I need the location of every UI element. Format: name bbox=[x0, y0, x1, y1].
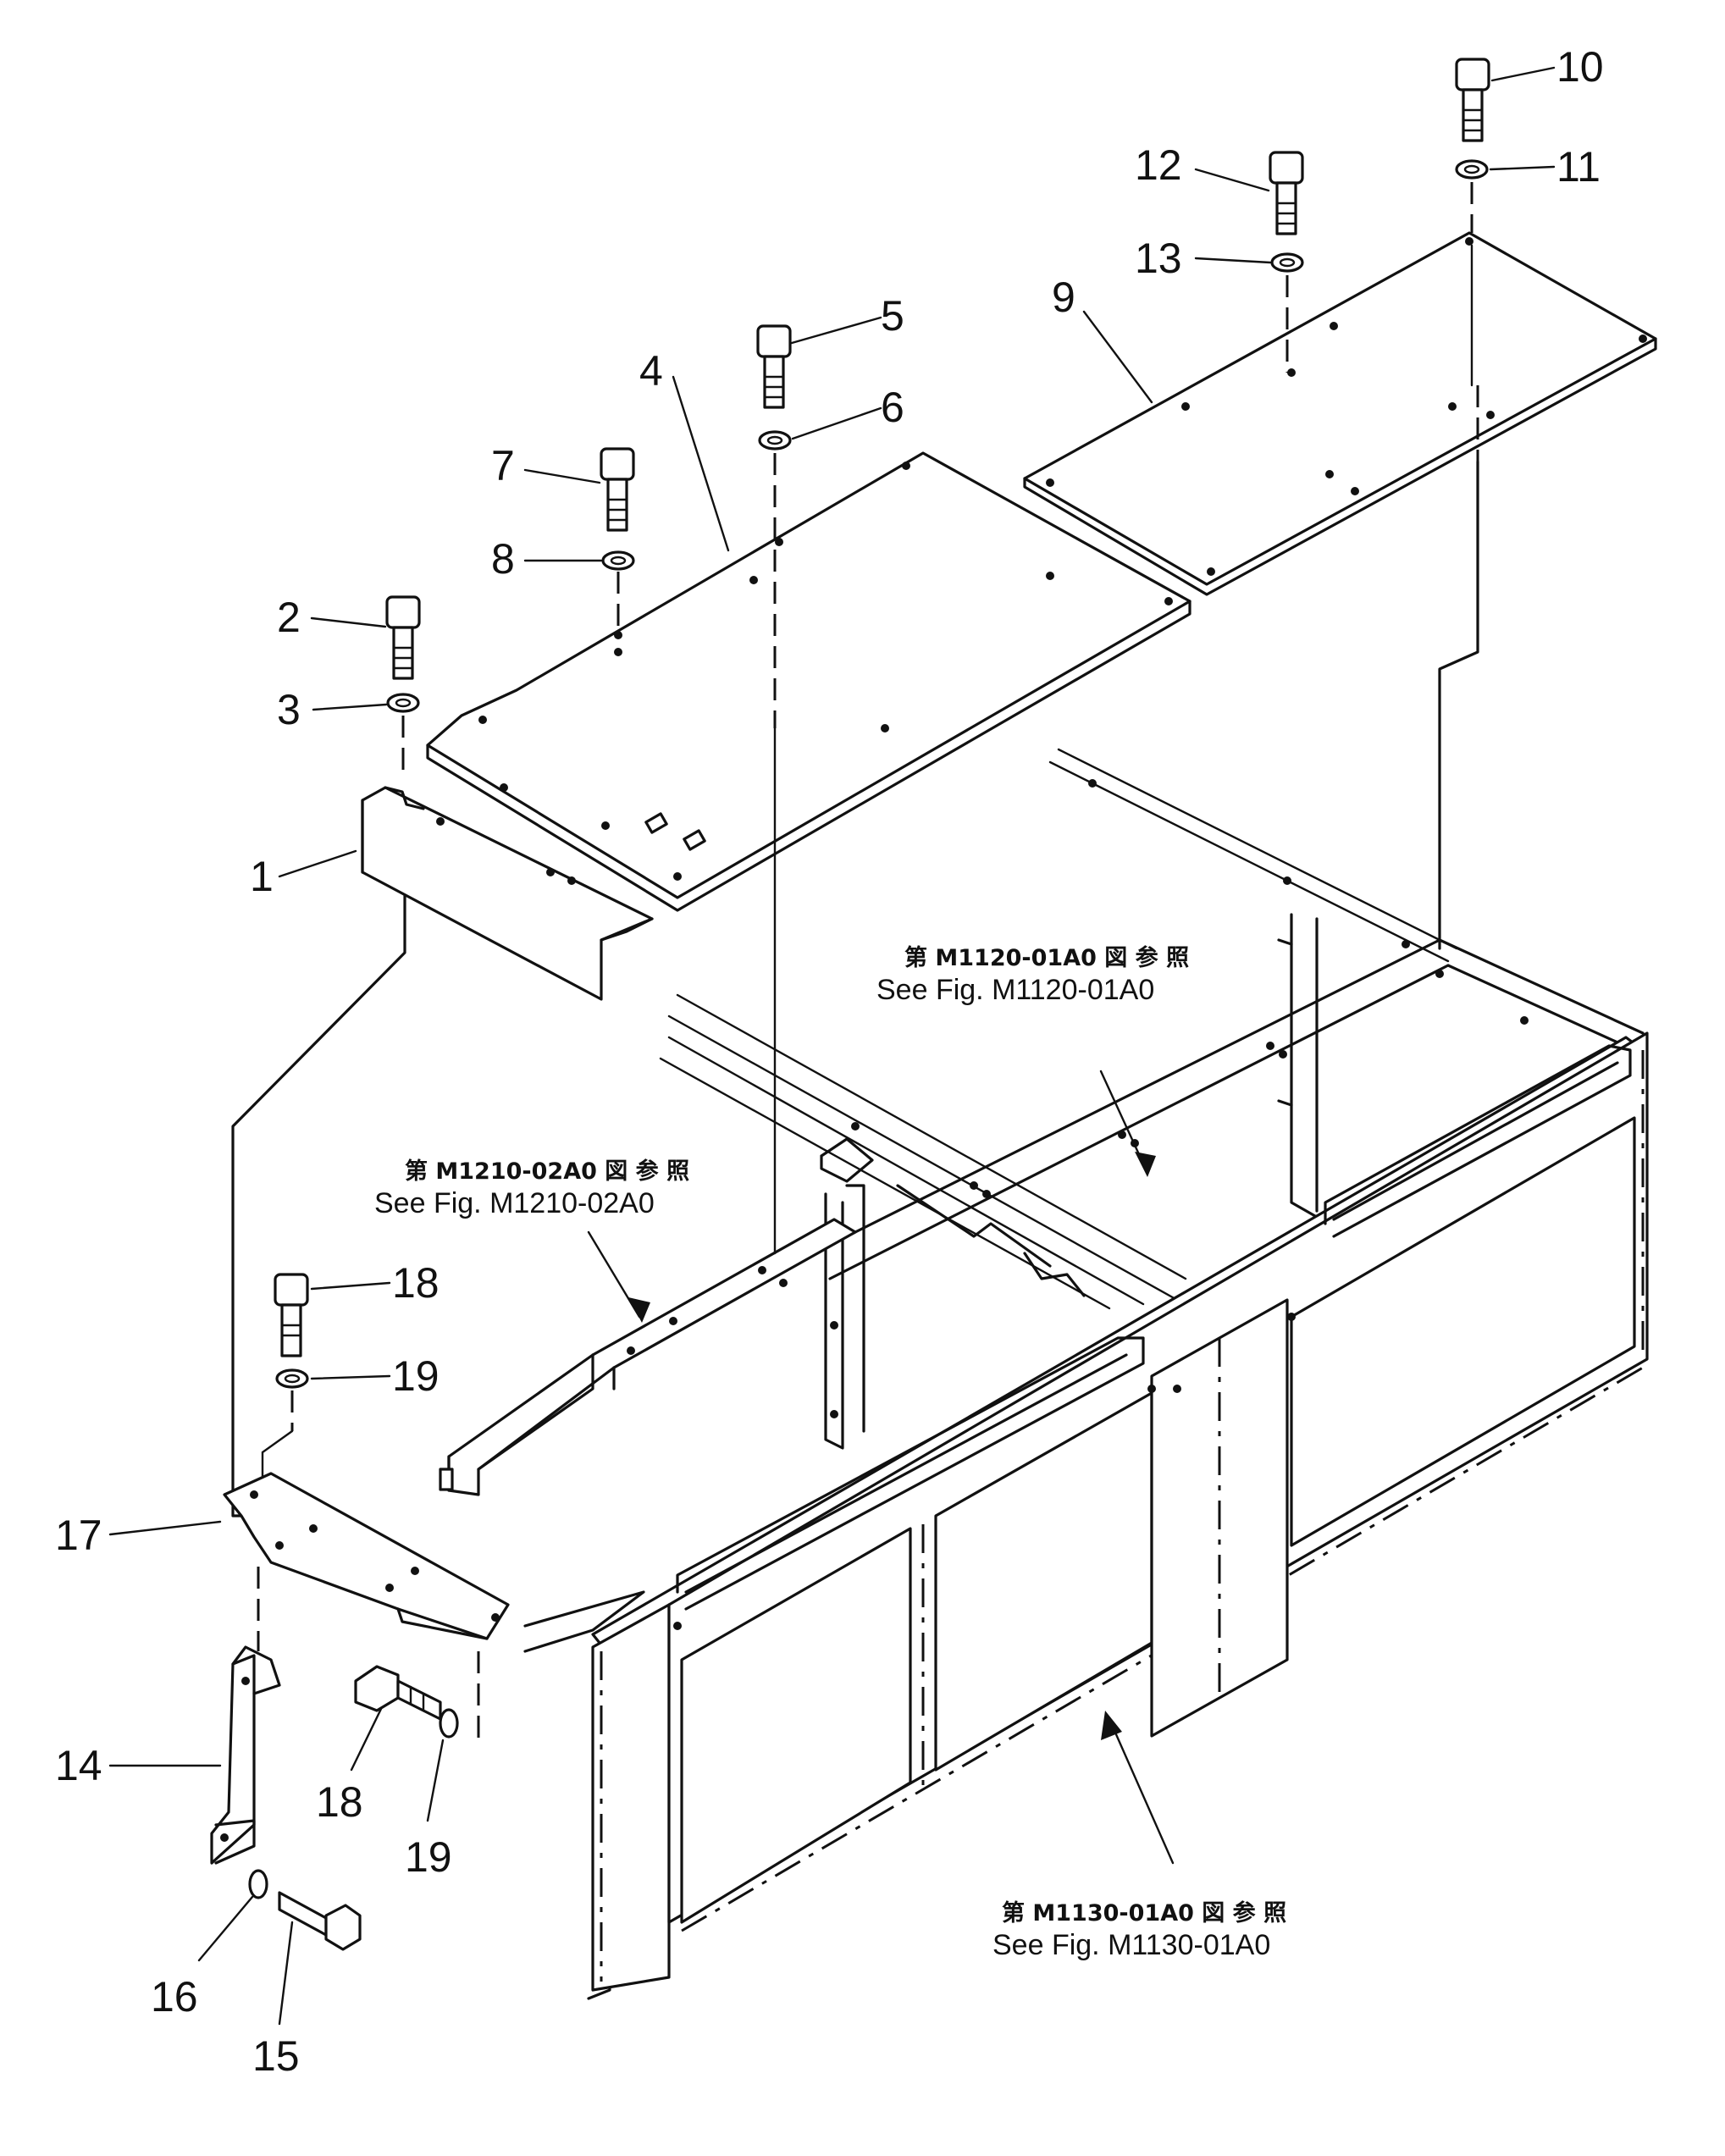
washer-11-icon bbox=[1455, 159, 1489, 180]
part-label-19-lower: 19 bbox=[405, 1833, 452, 1881]
part-label-13: 13 bbox=[1135, 235, 1182, 282]
washer-3-icon bbox=[386, 693, 420, 713]
part-label-1: 1 bbox=[250, 853, 274, 900]
part-14-bracket bbox=[210, 1645, 281, 1865]
washer-13-icon bbox=[1270, 252, 1304, 273]
part-label-16: 16 bbox=[151, 1973, 198, 2021]
part-number-labels: 1 2 3 4 5 6 7 8 9 10 11 12 13 14 15 16 1… bbox=[55, 43, 1604, 2080]
washer-6-icon bbox=[758, 430, 792, 451]
part-label-11: 11 bbox=[1556, 143, 1601, 191]
reference-m1120-en: See Fig. M1120-01A0 bbox=[876, 974, 1154, 1006]
part-label-18-lower: 18 bbox=[316, 1778, 363, 1826]
bolt-15-icon bbox=[278, 1891, 362, 1951]
alignment-lines bbox=[257, 182, 1479, 1744]
part-label-19: 19 bbox=[392, 1352, 440, 1400]
part-label-5: 5 bbox=[881, 292, 904, 340]
end-frame bbox=[587, 1031, 1649, 2000]
frame-holes bbox=[851, 779, 1529, 1198]
reference-m1130-jp: 第 M1130-01A0 図 参 照 bbox=[1002, 1899, 1286, 1927]
part-9-cover-plate bbox=[1023, 231, 1657, 596]
part-label-8: 8 bbox=[491, 535, 515, 583]
part-17-lower-plate bbox=[223, 1472, 510, 1640]
washer-8-icon bbox=[601, 550, 635, 571]
part-label-18: 18 bbox=[392, 1259, 440, 1307]
frame-assembly bbox=[231, 460, 1645, 1653]
washer-16-icon bbox=[248, 1869, 268, 1899]
part-label-9: 9 bbox=[1052, 274, 1075, 321]
washer-19-lower-icon bbox=[439, 1708, 459, 1739]
part-label-6: 6 bbox=[881, 384, 904, 431]
washer-19-icon bbox=[275, 1368, 309, 1389]
reference-notes: 第 M1120-01A0 図 参 照 See Fig. M1120-01A0 第… bbox=[374, 944, 1286, 1961]
bolt-7-icon bbox=[600, 447, 635, 532]
part-label-15: 15 bbox=[252, 2032, 300, 2080]
bolt-2-icon bbox=[385, 595, 421, 680]
reference-m1210-jp: 第 M1210-02A0 図 参 照 bbox=[405, 1158, 689, 1185]
part-label-17: 17 bbox=[55, 1512, 102, 1559]
reference-m1210-en: See Fig. M1210-02A0 bbox=[374, 1187, 655, 1219]
part-label-2: 2 bbox=[277, 594, 301, 641]
left-side-member bbox=[439, 1137, 1086, 1496]
part-label-10: 10 bbox=[1556, 43, 1604, 91]
bolt-18-icon bbox=[274, 1273, 309, 1357]
leader-lines bbox=[108, 66, 1556, 2026]
reference-m1130-en: See Fig. M1130-01A0 bbox=[992, 1929, 1270, 1961]
reference-arrows bbox=[587, 1070, 1175, 1865]
fasteners bbox=[248, 58, 1490, 1951]
part-4-cover-plate bbox=[426, 451, 1191, 912]
part-1-bracket bbox=[361, 786, 654, 1001]
part-label-4: 4 bbox=[639, 347, 663, 395]
bolt-5-icon bbox=[756, 324, 792, 409]
part-label-7: 7 bbox=[491, 442, 515, 489]
bolt-10-icon bbox=[1455, 58, 1490, 142]
part-label-3: 3 bbox=[277, 686, 301, 733]
bolt-12-icon bbox=[1269, 151, 1304, 235]
part-label-14: 14 bbox=[55, 1742, 102, 1789]
bolt-18-lower-icon bbox=[354, 1665, 442, 1721]
part-label-12: 12 bbox=[1135, 141, 1182, 189]
reference-m1120-jp: 第 M1120-01A0 図 参 照 bbox=[904, 944, 1189, 971]
